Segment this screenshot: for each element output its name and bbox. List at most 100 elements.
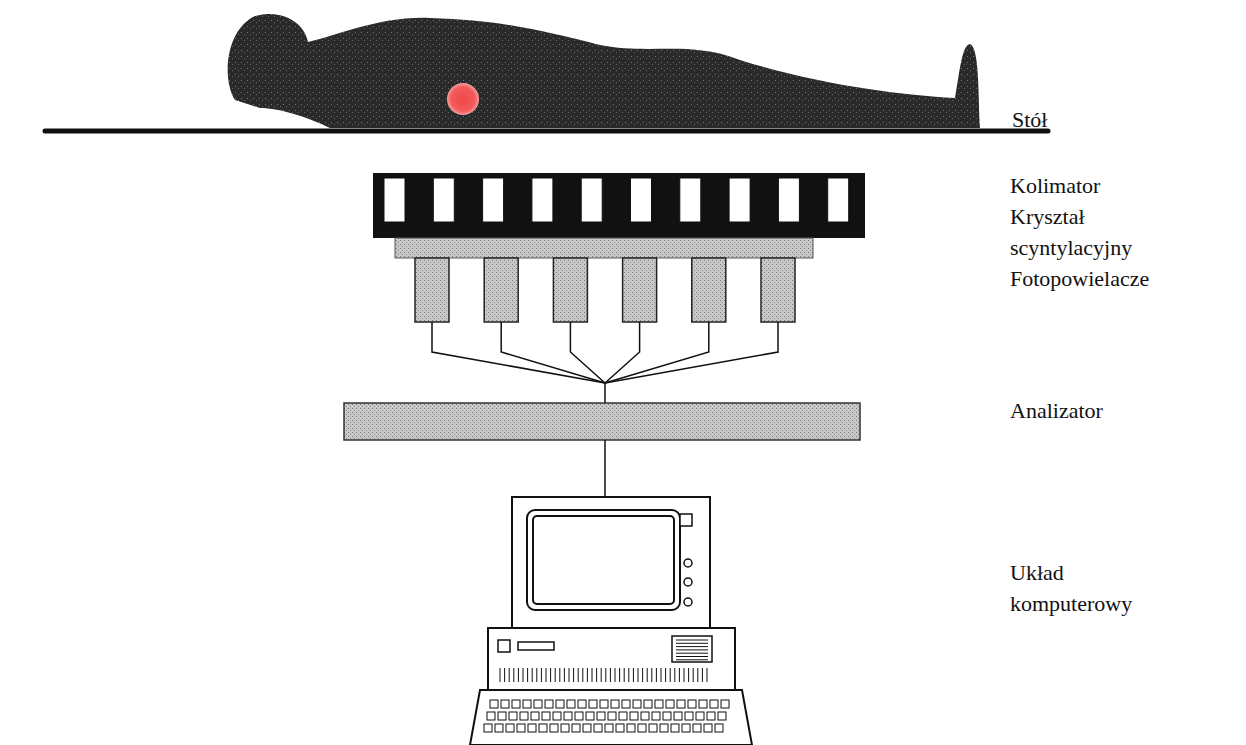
vent-line: [532, 668, 533, 682]
vent-line: [541, 668, 542, 682]
key: [699, 700, 707, 708]
collimator-hole: [384, 178, 405, 222]
vent-line: [628, 668, 629, 682]
key: [685, 712, 693, 720]
vent-line: [573, 668, 574, 682]
cable: [604, 440, 606, 497]
key: [630, 712, 638, 720]
key: [688, 700, 696, 708]
vent-line: [688, 668, 689, 682]
key: [622, 700, 630, 708]
key: [605, 724, 613, 732]
vent-line: [676, 653, 708, 654]
key: [638, 724, 646, 732]
vent-line: [665, 668, 666, 682]
key: [671, 724, 679, 732]
key: [531, 712, 539, 720]
key: [586, 712, 594, 720]
key: [501, 700, 509, 708]
vent-line: [624, 668, 625, 682]
key: [663, 712, 671, 720]
key: [674, 712, 682, 720]
photomultipliers: [415, 258, 795, 322]
vent-line: [587, 668, 588, 682]
radioactive-source: [447, 83, 479, 115]
vent-line: [676, 656, 708, 657]
vent-line: [601, 668, 602, 682]
vent-line: [605, 668, 606, 682]
key: [520, 712, 528, 720]
key: [490, 700, 498, 708]
key: [652, 712, 660, 720]
vent-line: [676, 640, 708, 641]
key: [718, 712, 726, 720]
wires: [432, 322, 778, 403]
part-label: Kryształ scyntylacyjny: [1010, 201, 1160, 263]
vent-line: [596, 668, 597, 682]
computer: [470, 497, 752, 745]
key: [512, 700, 520, 708]
key: [523, 700, 531, 708]
key: [487, 712, 495, 720]
vent-line: [679, 668, 680, 682]
key: [619, 712, 627, 720]
key: [655, 700, 663, 708]
wire: [501, 322, 605, 383]
key: [539, 724, 547, 732]
collimator-hole: [631, 178, 652, 222]
photomultiplier-tube: [415, 258, 449, 322]
key: [561, 724, 569, 732]
vent-line: [670, 668, 671, 682]
photomultiplier-tube: [692, 258, 726, 322]
key: [710, 700, 718, 708]
vent-line: [676, 643, 708, 644]
wire: [570, 322, 605, 383]
collimator: [373, 173, 865, 238]
key: [572, 724, 580, 732]
key: [721, 700, 729, 708]
key: [611, 700, 619, 708]
key: [696, 712, 704, 720]
vent-line: [500, 668, 501, 682]
key: [556, 700, 564, 708]
key: [545, 700, 553, 708]
key: [506, 724, 514, 732]
vent-line: [676, 659, 708, 660]
part-label: Analizator: [1010, 395, 1103, 426]
analyzer: [344, 403, 860, 440]
wire: [432, 322, 605, 383]
vent-line: [578, 668, 579, 682]
vent-line: [592, 668, 593, 682]
part-label: Stół: [1012, 104, 1047, 135]
key: [553, 712, 561, 720]
vent-line: [697, 668, 698, 682]
key: [589, 700, 597, 708]
collimator-hole: [680, 178, 701, 222]
collimator-hole: [532, 178, 553, 222]
key: [542, 712, 550, 720]
part-label: Fotopowielacze: [1010, 263, 1149, 294]
key: [594, 724, 602, 732]
key: [600, 700, 608, 708]
vent-line: [509, 668, 510, 682]
vent-line: [674, 668, 675, 682]
vent-line: [559, 668, 560, 682]
key: [649, 724, 657, 732]
vent-line: [610, 668, 611, 682]
key: [693, 724, 701, 732]
key: [567, 700, 575, 708]
vent-line: [569, 668, 570, 682]
vent-line: [651, 668, 652, 682]
wire: [604, 383, 606, 403]
scintillation-crystal: [395, 238, 813, 258]
key: [484, 724, 492, 732]
key: [644, 700, 652, 708]
vent-line: [504, 668, 505, 682]
vent-line: [661, 668, 662, 682]
key: [498, 712, 506, 720]
part-label: Kolimator: [1010, 170, 1100, 201]
key: [517, 724, 525, 732]
key: [707, 712, 715, 720]
vent-line: [527, 668, 528, 682]
